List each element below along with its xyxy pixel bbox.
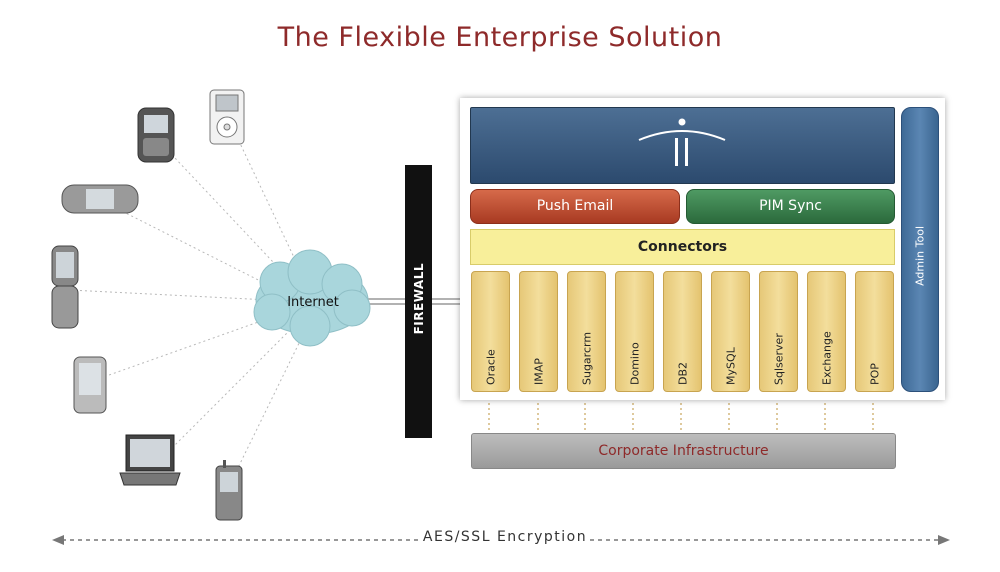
connection-lines [69,117,304,481]
encryption-label: AES/SSL Encryption [420,529,590,545]
cell-phone-icon [215,460,243,521]
admin-tool-bar: Admin Tool [901,107,939,392]
pda-icon [73,356,107,414]
internet-label: Internet [287,295,339,310]
connector-mysql: MySQL [711,271,750,392]
pda-icon [137,107,175,163]
phone-icon [61,184,139,214]
server-banner [470,107,895,184]
connector-db2: DB2 [663,271,702,392]
connector-sugarcrm: Sugarcrm [567,271,606,392]
connector-pop: POP [855,271,894,392]
firewall-label: FIREWALL [411,263,426,335]
admin-tool-label: Admin Tool [913,226,927,286]
connector-label: MySQL [724,347,737,385]
logo-icon [638,118,726,166]
connectors-block: Connectors [470,229,895,265]
arrow-left-icon [52,535,64,545]
connector-label: IMAP [532,358,545,385]
corporate-infrastructure-block: Corporate Infrastructure [471,433,896,469]
connector-label: Domino [628,342,641,385]
connector-domino: Domino [615,271,654,392]
connector-label: Oracle [484,349,497,385]
laptop-icon [119,434,181,486]
connector-exchange: Exchange [807,271,846,392]
link-lines [368,298,461,305]
mp3-player-icon [209,89,245,145]
flip-phone-icon [51,245,79,329]
connector-sqlserver: Sqlserver [759,271,798,392]
connector-label: POP [868,363,881,385]
connector-label: Exchange [820,331,833,385]
arrow-right-icon [938,535,950,545]
connector-label: Sqlserver [772,333,785,385]
connector-oracle: Oracle [471,271,510,392]
connector-label: Sugarcrm [580,331,593,385]
push-email-block: Push Email [470,189,680,224]
pim-sync-block: PIM Sync [686,189,895,224]
connector-label: DB2 [676,361,689,385]
firewall-bar: FIREWALL [405,165,432,438]
page-title: The Flexible Enterprise Solution [277,22,723,53]
connector-imap: IMAP [519,271,558,392]
internet-cloud-icon [253,249,371,347]
infrastructure-links [488,398,874,433]
